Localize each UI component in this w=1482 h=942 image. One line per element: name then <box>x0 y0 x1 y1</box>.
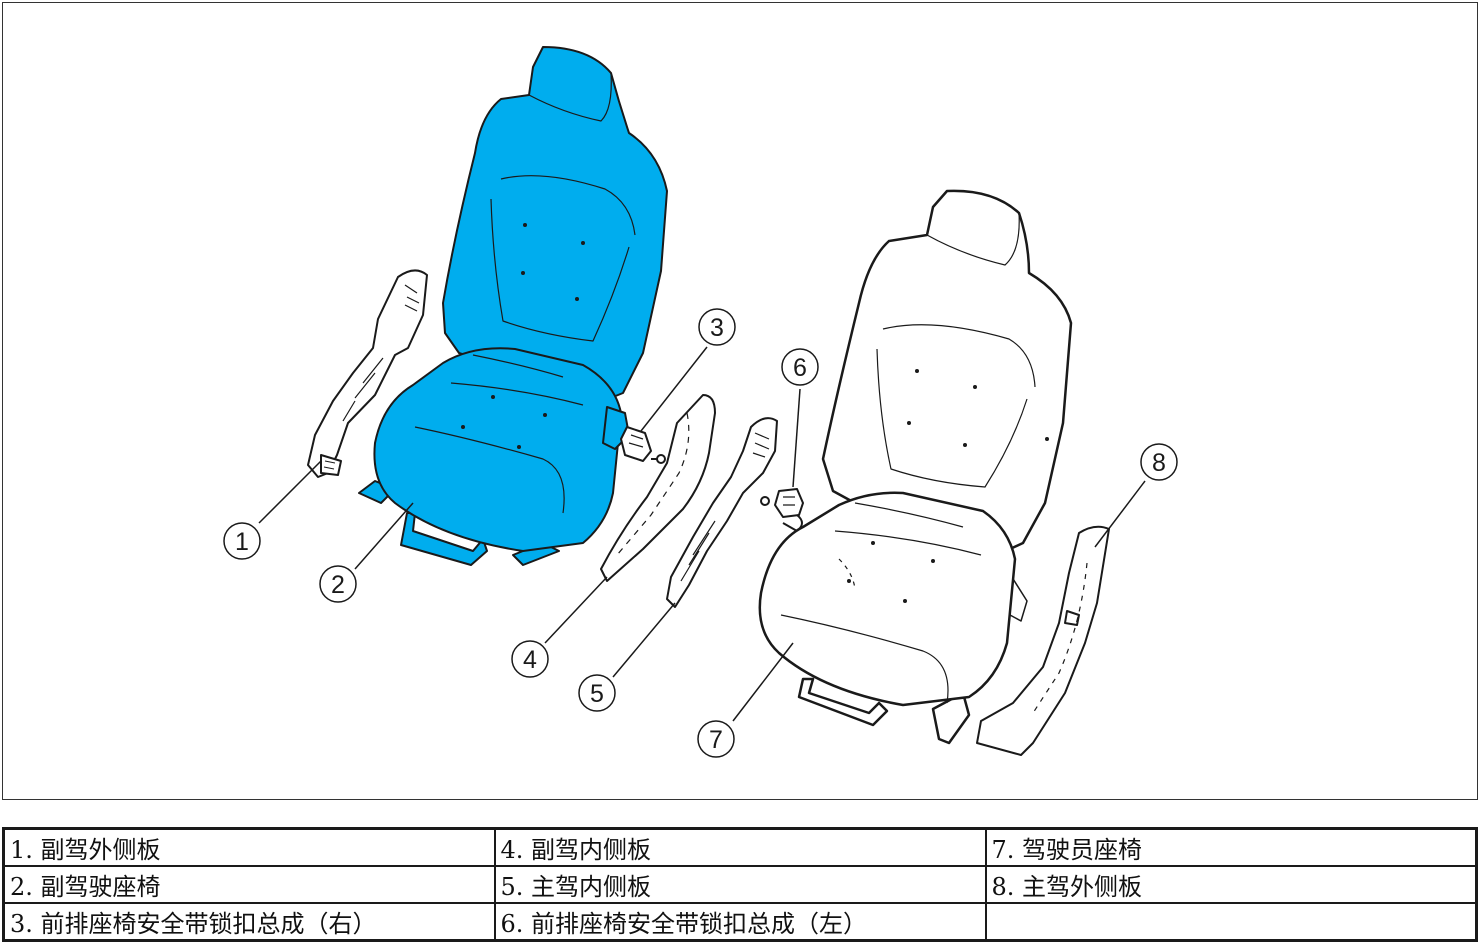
callout-8 <box>1140 443 1178 481</box>
callout-label-1: 1 <box>235 528 249 556</box>
callout-4 <box>511 640 549 678</box>
exploded-view-figure: 1 2 3 4 5 6 7 8 <box>2 2 1478 800</box>
leader-line-3 <box>640 346 708 432</box>
driver-outer-side-panel <box>976 525 1110 756</box>
leader-line-1 <box>258 460 322 524</box>
driver-inner-side-panel <box>666 417 778 608</box>
belt-buckle-right <box>620 426 666 464</box>
leader-line-4 <box>544 576 608 644</box>
callout-3 <box>698 308 736 346</box>
callout-label-8: 8 <box>1152 449 1166 477</box>
callout-1 <box>223 522 261 560</box>
legend-cell: 3. 前排座椅安全带锁扣总成（右） <box>2 902 496 942</box>
seat-exploded-diagram: 1 2 3 4 5 6 7 8 <box>223 46 1178 758</box>
leader-line-7 <box>732 642 794 722</box>
callout-label-6: 6 <box>793 354 807 382</box>
callout-label-7: 7 <box>709 726 723 754</box>
passenger-inner-side-panel <box>600 394 716 582</box>
legend-row: 2. 副驾驶座椅 5. 主驾内侧板 8. 主驾外侧板 <box>2 865 1478 904</box>
passenger-seat <box>358 46 668 566</box>
callout-6 <box>781 348 819 386</box>
leader-line-6 <box>792 388 801 488</box>
legend-cell: 5. 主驾内侧板 <box>493 865 987 904</box>
legend-cell: 4. 副驾内侧板 <box>493 827 987 867</box>
belt-buckle-left <box>760 488 804 532</box>
passenger-outer-side-panel <box>307 269 428 478</box>
legend-cell: 6. 前排座椅安全带锁扣总成（左） <box>493 902 987 942</box>
callout-7 <box>697 720 735 758</box>
callout-label-2: 2 <box>331 571 345 599</box>
callout-2 <box>319 565 357 603</box>
leader-line-8 <box>1094 480 1146 548</box>
legend-cell-empty <box>984 902 1478 942</box>
legend-row: 1. 副驾外侧板 4. 副驾内侧板 7. 驾驶员座椅 <box>2 827 1478 867</box>
driver-seat <box>758 189 1073 745</box>
legend-cell: 1. 副驾外侧板 <box>2 827 496 867</box>
parts-legend-table: 1. 副驾外侧板 4. 副驾内侧板 7. 驾驶员座椅 2. 副驾驶座椅 5. 主… <box>2 827 1478 942</box>
leader-line-2 <box>354 502 414 570</box>
callout-label-4: 4 <box>523 646 537 674</box>
callout-5 <box>578 674 616 712</box>
callout-label-5: 5 <box>590 680 604 708</box>
callout-label-3: 3 <box>710 314 724 342</box>
leader-line-5 <box>612 602 676 678</box>
legend-cell: 2. 副驾驶座椅 <box>2 865 496 904</box>
legend-row: 3. 前排座椅安全带锁扣总成（右） 6. 前排座椅安全带锁扣总成（左） <box>2 902 1478 942</box>
legend-cell: 8. 主驾外侧板 <box>984 865 1478 904</box>
legend-cell: 7. 驾驶员座椅 <box>984 827 1478 867</box>
